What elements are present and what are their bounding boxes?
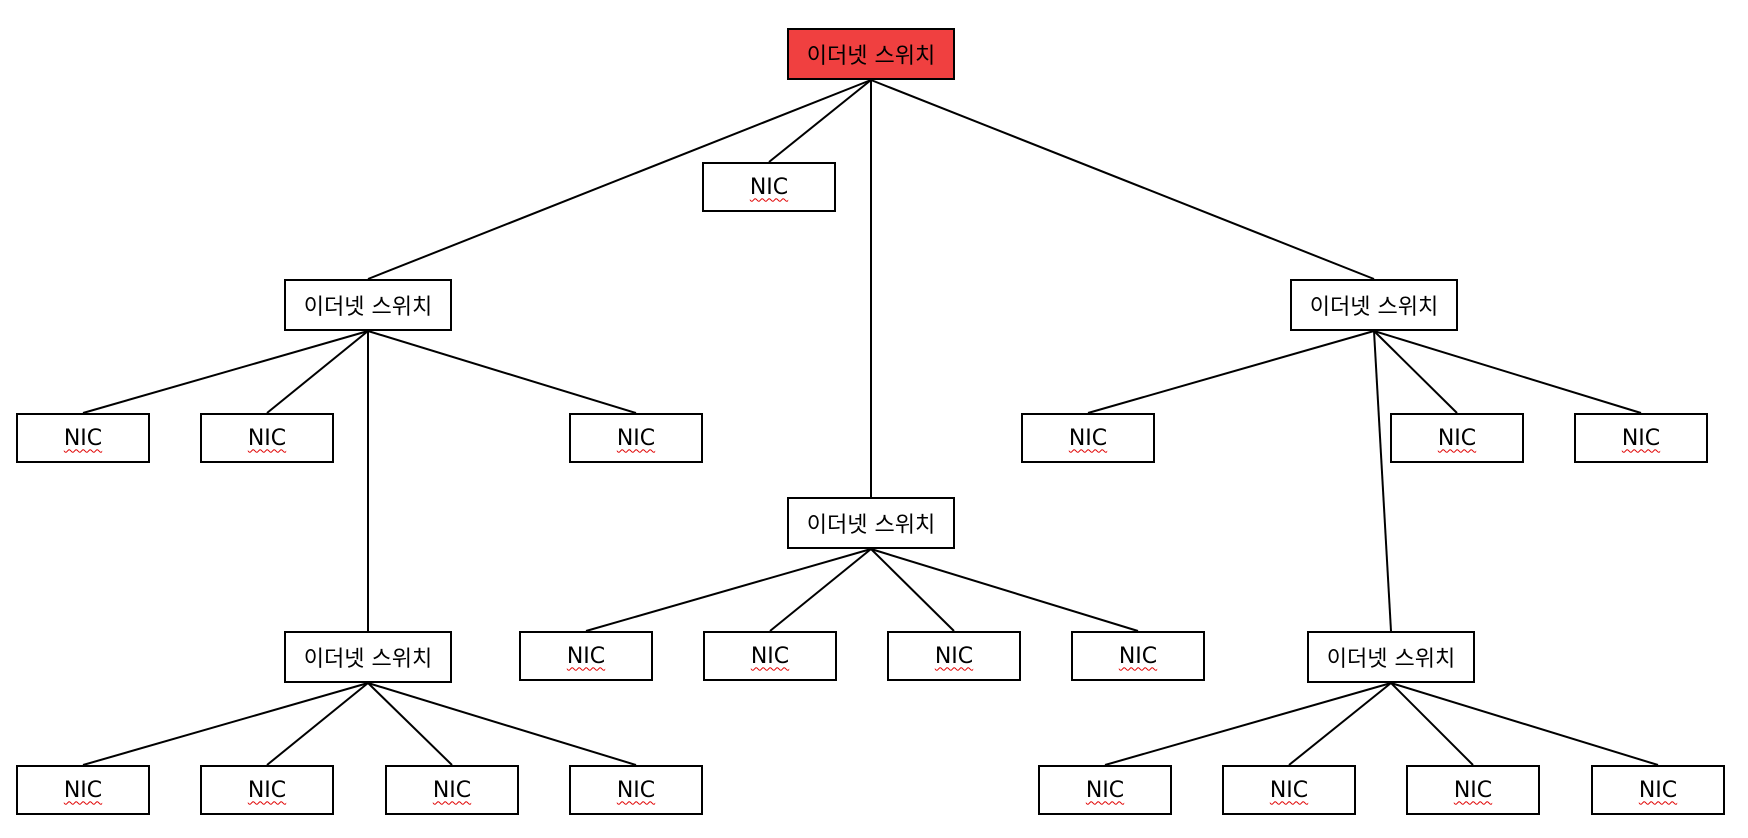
nic-label: NIC — [616, 425, 656, 451]
switch-label: 이더넷 스위치 — [806, 513, 936, 538]
nic-label: NIC — [749, 174, 789, 200]
nic-node-nic-ll1[interactable]: NIC — [16, 765, 150, 815]
link-sw-mid-nic-m2 — [769, 548, 872, 632]
nic-label: NIC — [566, 643, 606, 669]
nic-label: NIC — [934, 643, 974, 669]
nic-node-nic-ll4[interactable]: NIC — [569, 765, 703, 815]
nic-node-nic-m4[interactable]: NIC — [1071, 631, 1205, 681]
nic-label: NIC — [1621, 425, 1661, 451]
link-sw-right-sw-right-low — [1373, 330, 1392, 632]
nic-node-nic-m3[interactable]: NIC — [887, 631, 1021, 681]
switch-label: 이더넷 스위치 — [806, 44, 936, 69]
nic-label: NIC — [1437, 425, 1477, 451]
link-sw-left-low-nic-ll3 — [367, 682, 453, 766]
link-sw-left-low-nic-ll4 — [367, 682, 637, 766]
ethernet-switch-node-sw-right-low[interactable]: 이더넷 스위치 — [1307, 631, 1475, 683]
switch-label: 이더넷 스위치 — [303, 647, 433, 672]
nic-node-nic-rl3[interactable]: NIC — [1406, 765, 1540, 815]
ethernet-switch-node-sw-left-low[interactable]: 이더넷 스위치 — [284, 631, 452, 683]
nic-label: NIC — [247, 777, 287, 803]
ethernet-switch-node-root[interactable]: 이더넷 스위치 — [787, 28, 955, 80]
nic-node-nic-ll3[interactable]: NIC — [385, 765, 519, 815]
switch-label: 이더넷 스위치 — [1309, 295, 1439, 320]
nic-label: NIC — [63, 777, 103, 803]
link-sw-mid-nic-m3 — [870, 548, 955, 632]
nic-node-nic-m1[interactable]: NIC — [519, 631, 653, 681]
ethernet-switch-node-sw-left[interactable]: 이더넷 스위치 — [284, 279, 452, 331]
nic-label: NIC — [1118, 643, 1158, 669]
ethernet-switch-node-sw-right[interactable]: 이더넷 스위치 — [1290, 279, 1458, 331]
nic-node-nic-r2[interactable]: NIC — [1390, 413, 1524, 463]
link-sw-left-nic-l2 — [266, 330, 369, 414]
switch-label: 이더넷 스위치 — [1326, 647, 1456, 672]
link-sw-right-low-nic-rl1 — [1104, 682, 1392, 766]
nic-node-nic-rl1[interactable]: NIC — [1038, 765, 1172, 815]
nic-label: NIC — [247, 425, 287, 451]
link-sw-right-nic-r1 — [1087, 330, 1375, 414]
link-sw-right-low-nic-rl4 — [1390, 682, 1659, 766]
nic-label: NIC — [1269, 777, 1309, 803]
link-sw-right-nic-r3 — [1373, 330, 1642, 414]
nic-label: NIC — [1068, 425, 1108, 451]
link-sw-mid-nic-m1 — [585, 548, 872, 632]
nic-label: NIC — [1085, 777, 1125, 803]
nic-node-nic-m2[interactable]: NIC — [703, 631, 837, 681]
link-sw-right-low-nic-rl2 — [1288, 682, 1392, 766]
link-sw-left-low-nic-ll1 — [82, 682, 369, 766]
switch-label: 이더넷 스위치 — [303, 295, 433, 320]
nic-node-nic-r1[interactable]: NIC — [1021, 413, 1155, 463]
link-sw-left-nic-l1 — [82, 330, 369, 414]
nic-node-nic-l2[interactable]: NIC — [200, 413, 334, 463]
nic-node-nic-l1[interactable]: NIC — [16, 413, 150, 463]
nic-label: NIC — [1638, 777, 1678, 803]
link-sw-left-nic-l3 — [367, 330, 637, 414]
nic-node-nic-l3[interactable]: NIC — [569, 413, 703, 463]
nic-label: NIC — [750, 643, 790, 669]
nic-node-nic-top[interactable]: NIC — [702, 162, 836, 212]
nic-label: NIC — [1453, 777, 1493, 803]
link-root-nic-top — [768, 79, 872, 163]
nic-node-nic-ll2[interactable]: NIC — [200, 765, 334, 815]
nic-label: NIC — [616, 777, 656, 803]
nic-node-nic-rl2[interactable]: NIC — [1222, 765, 1356, 815]
link-sw-mid-nic-m4 — [870, 548, 1139, 632]
nic-label: NIC — [432, 777, 472, 803]
link-root-sw-left — [367, 79, 872, 280]
ethernet-switch-node-sw-mid[interactable]: 이더넷 스위치 — [787, 497, 955, 549]
nic-node-nic-rl4[interactable]: NIC — [1591, 765, 1725, 815]
nic-label: NIC — [63, 425, 103, 451]
link-sw-right-low-nic-rl3 — [1390, 682, 1474, 766]
nic-node-nic-r3[interactable]: NIC — [1574, 413, 1708, 463]
link-sw-left-low-nic-ll2 — [266, 682, 369, 766]
link-root-sw-right — [870, 79, 1375, 280]
link-sw-right-nic-r2 — [1373, 330, 1458, 414]
